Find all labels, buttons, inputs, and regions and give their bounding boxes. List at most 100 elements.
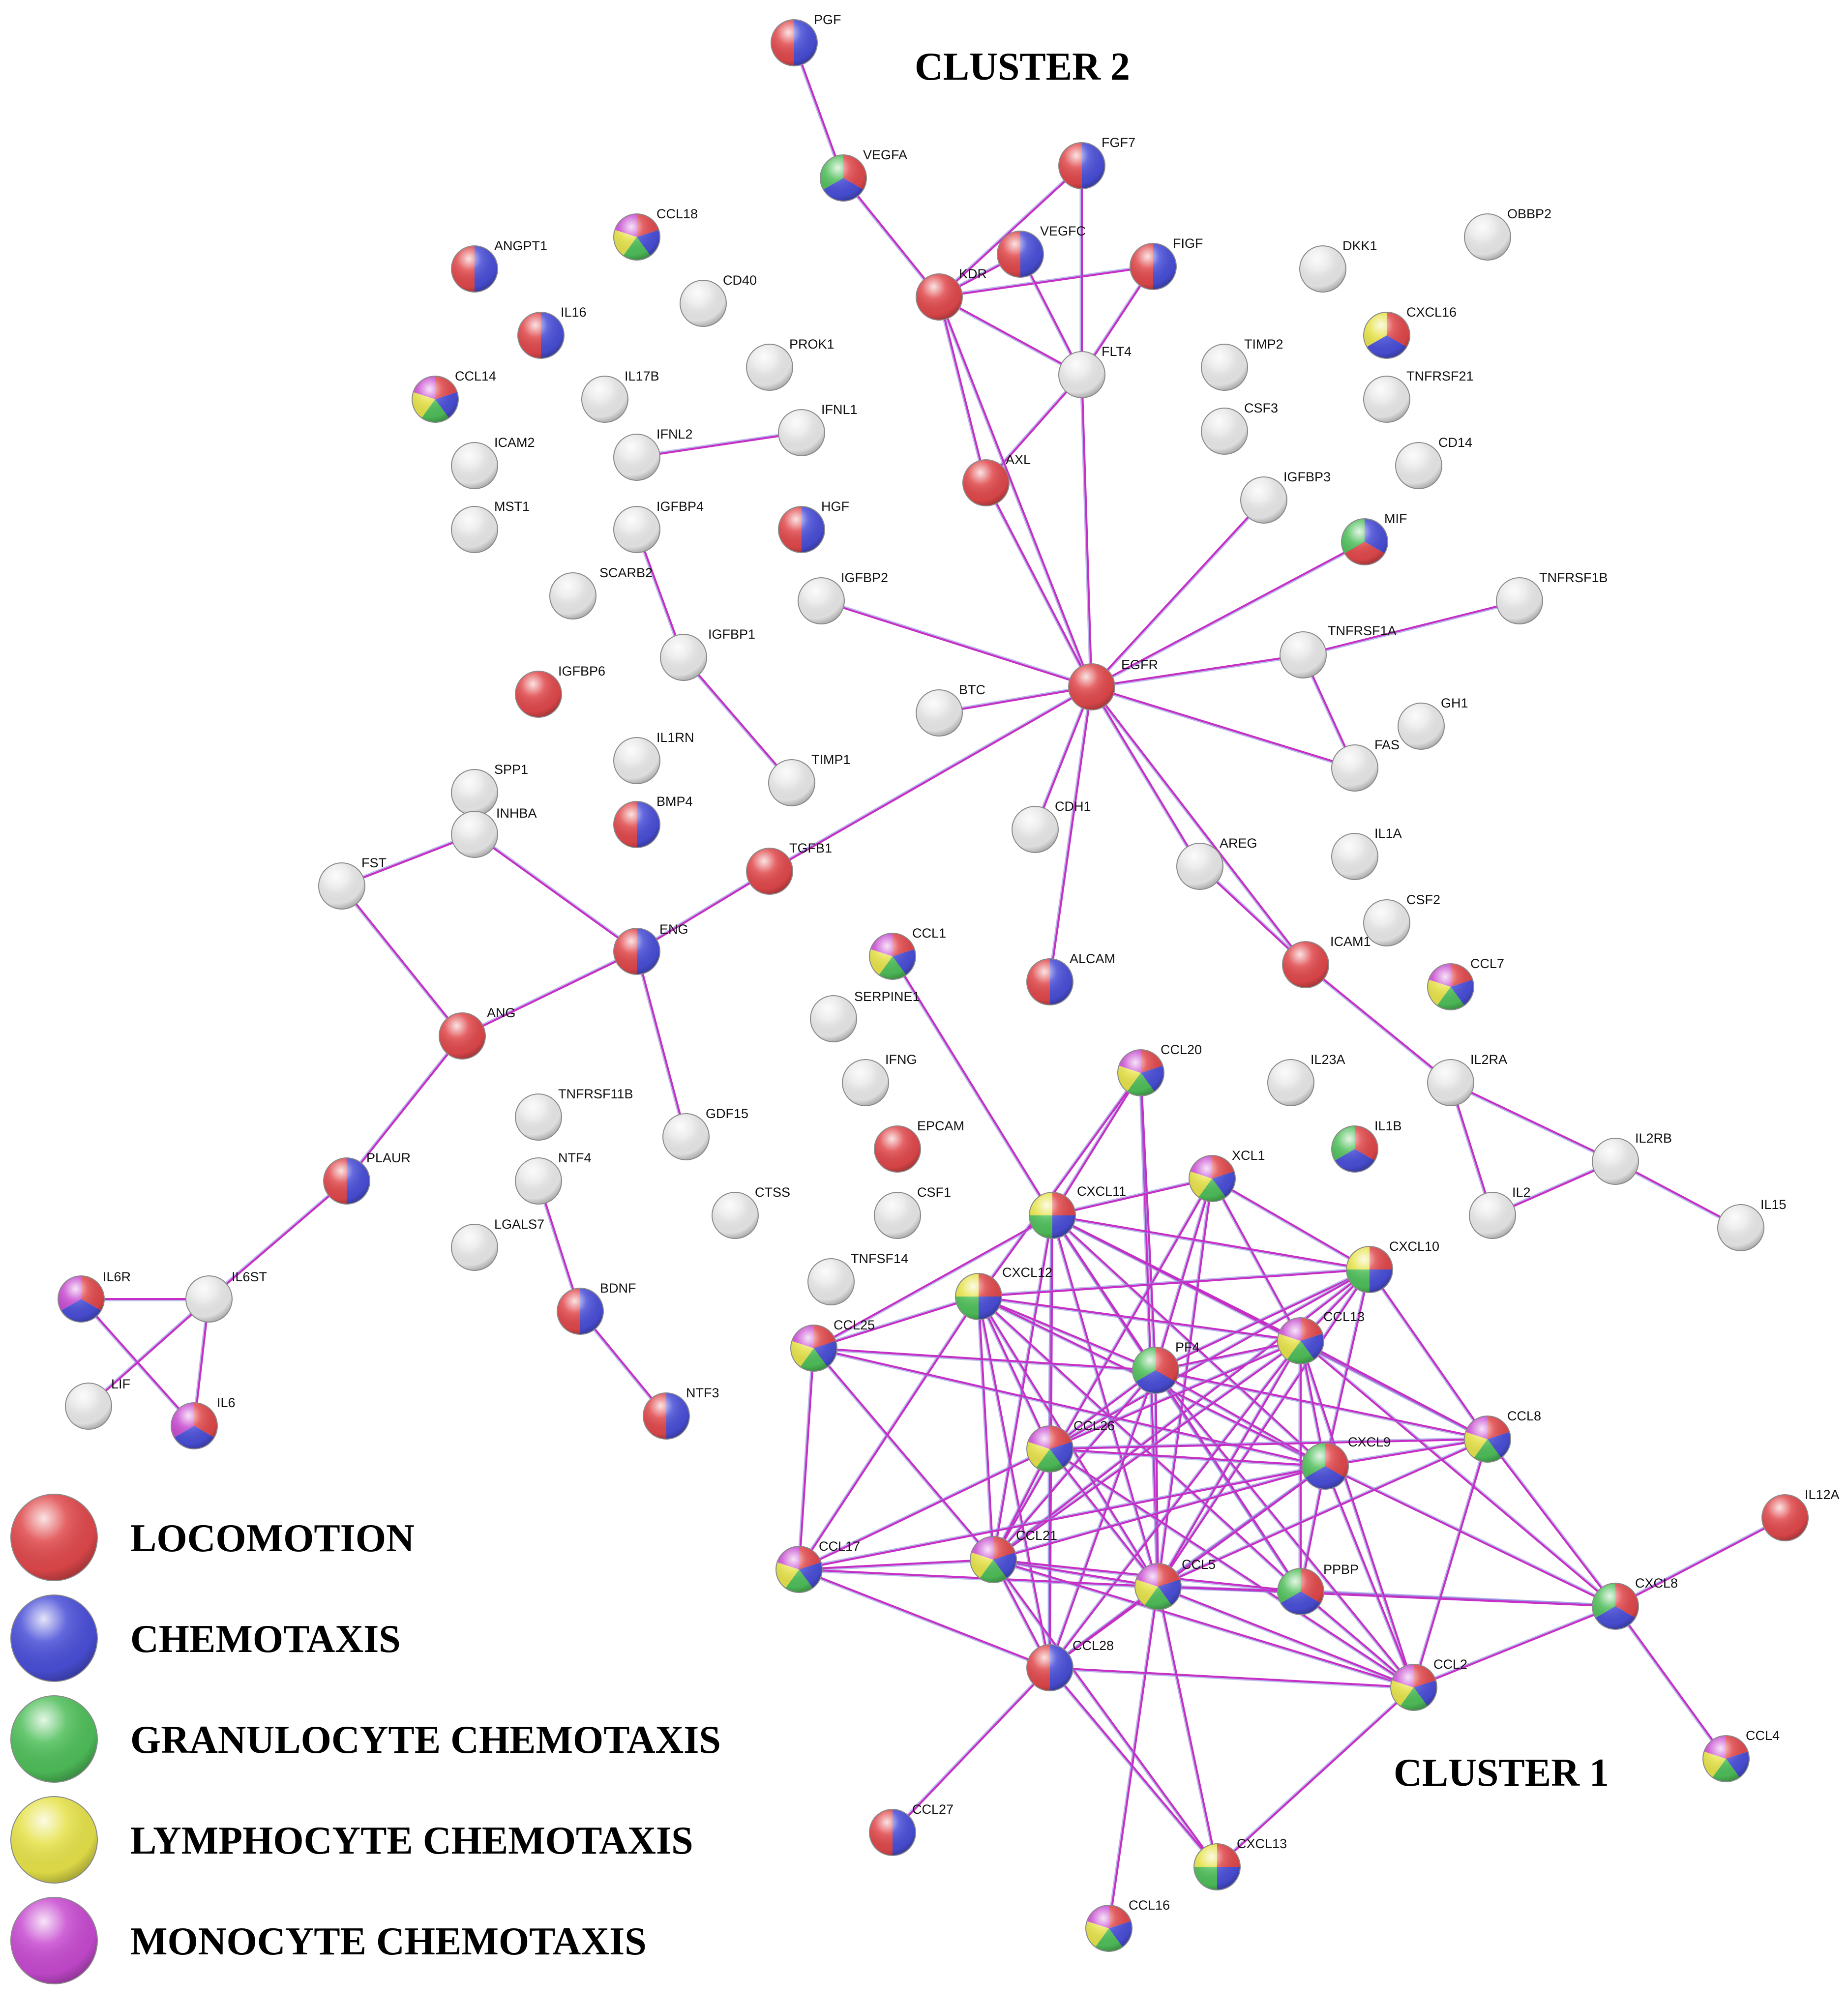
node-ang[interactable]: ANG bbox=[439, 1005, 516, 1060]
node-fas[interactable]: FAS bbox=[1331, 738, 1400, 792]
node-areg[interactable]: AREG bbox=[1176, 836, 1257, 890]
node-ccl13[interactable]: CCL13 bbox=[1277, 1309, 1365, 1364]
node-pf4[interactable]: PF4 bbox=[1132, 1340, 1200, 1394]
node-tnfrsf21[interactable]: TNFRSF21 bbox=[1363, 369, 1474, 423]
node-cd14[interactable]: CD14 bbox=[1395, 435, 1472, 489]
node-igfbp3[interactable]: IGFBP3 bbox=[1240, 470, 1331, 524]
node-ccl4[interactable]: CCL4 bbox=[1702, 1728, 1780, 1782]
node-ccl8[interactable]: CCL8 bbox=[1464, 1409, 1541, 1463]
node-bmp4[interactable]: BMP4 bbox=[613, 794, 693, 848]
node-il2ra[interactable]: IL2RA bbox=[1427, 1052, 1507, 1106]
node-ctss[interactable]: CTSS bbox=[712, 1185, 790, 1239]
node-il2[interactable]: IL2 bbox=[1469, 1185, 1531, 1239]
node-spp1[interactable]: SPP1 bbox=[451, 762, 528, 816]
node-ifng[interactable]: IFNG bbox=[842, 1052, 917, 1106]
node-hgf[interactable]: HGF bbox=[778, 499, 849, 553]
node-il17b[interactable]: IL17B bbox=[581, 369, 659, 423]
node-ccl26[interactable]: CCL26 bbox=[1026, 1418, 1115, 1473]
node-pgf[interactable]: PGF bbox=[771, 12, 841, 66]
node-ccl28[interactable]: CCL28 bbox=[1026, 1638, 1114, 1691]
node-dkk1[interactable]: DKK1 bbox=[1299, 238, 1377, 293]
node-il23a[interactable]: IL23A bbox=[1267, 1052, 1345, 1106]
node-ccl20[interactable]: CCL20 bbox=[1117, 1042, 1202, 1096]
node-prok1[interactable]: PROK1 bbox=[746, 337, 835, 391]
node-il6st[interactable]: IL6ST bbox=[185, 1269, 267, 1323]
node-cxcl9[interactable]: CXCL9 bbox=[1302, 1435, 1391, 1490]
node-xcl1[interactable]: XCL1 bbox=[1189, 1148, 1265, 1202]
node-fgf7[interactable]: FGF7 bbox=[1058, 135, 1135, 189]
node-igfbp4[interactable]: IGFBP4 bbox=[613, 499, 704, 553]
node-axl[interactable]: AXL bbox=[962, 452, 1031, 506]
node-timp2[interactable]: TIMP2 bbox=[1201, 337, 1283, 391]
node-gdf15[interactable]: GDF15 bbox=[662, 1106, 748, 1160]
node-vegfa[interactable]: VEGFA bbox=[820, 148, 907, 202]
node-ifnl1[interactable]: IFNL1 bbox=[778, 402, 858, 456]
node-fst[interactable]: FST bbox=[318, 856, 387, 910]
node-egfr[interactable]: EGFR bbox=[1068, 657, 1158, 710]
node-ccl21[interactable]: CCL21 bbox=[970, 1528, 1057, 1583]
node-kdr[interactable]: KDR bbox=[916, 266, 987, 321]
node-flt4[interactable]: FLT4 bbox=[1058, 344, 1132, 398]
node-igfbp1[interactable]: IGFBP1 bbox=[660, 627, 755, 681]
node-tnfrsf1a[interactable]: TNFRSF1A bbox=[1280, 623, 1397, 678]
node-il6[interactable]: IL6 bbox=[171, 1395, 236, 1449]
node-ppbp[interactable]: PPBP bbox=[1277, 1562, 1359, 1615]
node-il1b[interactable]: IL1B bbox=[1331, 1119, 1402, 1173]
node-scarb2[interactable]: SCARB2 bbox=[549, 565, 653, 620]
node-epcam[interactable]: EPCAM bbox=[874, 1119, 964, 1173]
node-mif[interactable]: MIF bbox=[1341, 511, 1407, 565]
node-ccl27[interactable]: CCL27 bbox=[869, 1802, 954, 1856]
node-obbp2[interactable]: OBBP2 bbox=[1464, 206, 1551, 261]
node-inhba[interactable]: INHBA bbox=[451, 806, 537, 858]
node-ccl17[interactable]: CCL17 bbox=[775, 1539, 860, 1593]
node-btc[interactable]: BTC bbox=[916, 682, 985, 737]
node-il2rb[interactable]: IL2RB bbox=[1592, 1131, 1672, 1185]
node-cd40[interactable]: CD40 bbox=[680, 273, 757, 327]
node-ccl5[interactable]: CCL5 bbox=[1134, 1557, 1216, 1610]
node-mst1[interactable]: MST1 bbox=[451, 499, 530, 553]
node-il16[interactable]: IL16 bbox=[517, 305, 587, 359]
node-tnfsf14[interactable]: TNFSF14 bbox=[807, 1251, 908, 1305]
node-tnfrsf1b[interactable]: TNFRSF1B bbox=[1496, 570, 1608, 624]
node-icam2[interactable]: ICAM2 bbox=[451, 435, 535, 489]
node-ntf4[interactable]: NTF4 bbox=[515, 1150, 592, 1205]
node-vegfc[interactable]: VEGFC bbox=[997, 224, 1086, 278]
node-il1a[interactable]: IL1A bbox=[1331, 826, 1402, 880]
node-cxcl10[interactable]: CXCL10 bbox=[1346, 1239, 1439, 1293]
node-bdnf[interactable]: BDNF bbox=[557, 1281, 636, 1335]
node-lgals7[interactable]: LGALS7 bbox=[451, 1217, 544, 1271]
node-ifnl2[interactable]: IFNL2 bbox=[613, 427, 693, 481]
node-cxcl12[interactable]: CXCL12 bbox=[955, 1265, 1052, 1320]
node-gh1[interactable]: GH1 bbox=[1398, 696, 1468, 750]
node-ccl16[interactable]: CCL16 bbox=[1085, 1898, 1170, 1952]
node-plaur[interactable]: PLAUR bbox=[323, 1150, 411, 1205]
node-cxcl16[interactable]: CXCL16 bbox=[1363, 305, 1457, 359]
node-lif[interactable]: LIF bbox=[65, 1377, 130, 1430]
node-igfbp6[interactable]: IGFBP6 bbox=[515, 664, 605, 718]
node-alcam[interactable]: ALCAM bbox=[1026, 951, 1115, 1005]
node-ccl1[interactable]: CCL1 bbox=[869, 926, 946, 980]
node-igfbp2[interactable]: IGFBP2 bbox=[798, 570, 888, 624]
node-tnfrsf11b[interactable]: TNFRSF11B bbox=[515, 1087, 633, 1141]
node-il1rn[interactable]: IL1RN bbox=[613, 730, 694, 784]
node-icam1[interactable]: ICAM1 bbox=[1282, 934, 1371, 988]
node-il12a[interactable]: IL12A bbox=[1761, 1487, 1840, 1541]
node-csf1[interactable]: CSF1 bbox=[874, 1185, 951, 1239]
node-timp1[interactable]: TIMP1 bbox=[768, 752, 851, 806]
node-ccl14[interactable]: CCL14 bbox=[412, 369, 496, 423]
node-ccl18[interactable]: CCL18 bbox=[613, 206, 698, 261]
node-eng[interactable]: ENG bbox=[613, 922, 688, 975]
node-cxcl13[interactable]: CXCL13 bbox=[1193, 1836, 1287, 1890]
node-ccl25[interactable]: CCL25 bbox=[790, 1318, 875, 1372]
node-cxcl8[interactable]: CXCL8 bbox=[1592, 1576, 1678, 1630]
node-figf[interactable]: FIGF bbox=[1130, 236, 1203, 290]
node-csf2[interactable]: CSF2 bbox=[1363, 892, 1440, 946]
node-ccl7[interactable]: CCL7 bbox=[1427, 956, 1504, 1010]
node-cdh1[interactable]: CDH1 bbox=[1012, 799, 1091, 853]
node-angpt1[interactable]: ANGPT1 bbox=[451, 238, 547, 293]
node-il15[interactable]: IL15 bbox=[1717, 1197, 1787, 1251]
node-cxcl11[interactable]: CXCL11 bbox=[1029, 1184, 1126, 1239]
node-ntf3[interactable]: NTF3 bbox=[643, 1386, 719, 1440]
node-tgfb1[interactable]: TGFB1 bbox=[746, 841, 832, 895]
node-il6r[interactable]: IL6R bbox=[58, 1269, 131, 1323]
